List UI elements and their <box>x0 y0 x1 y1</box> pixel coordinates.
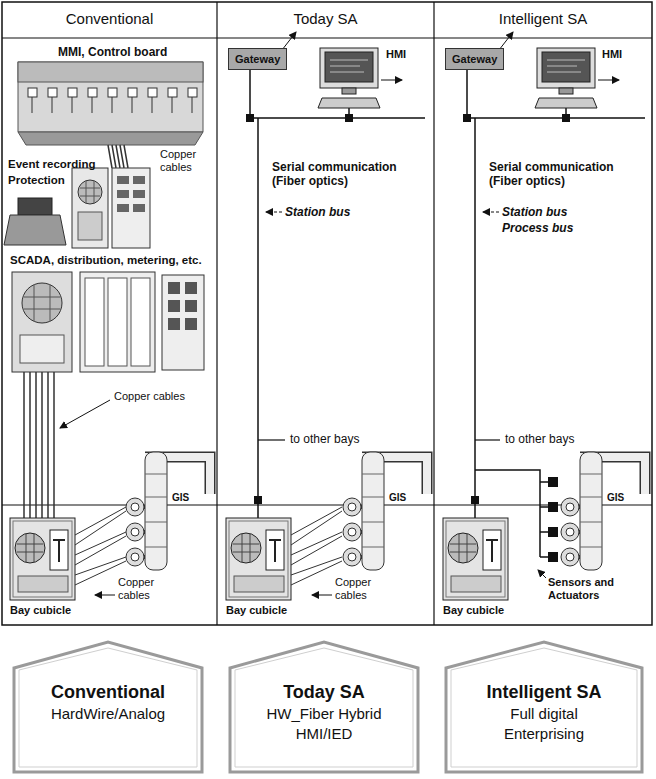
equipment-label: HMI <box>602 48 622 61</box>
gateway-box: Gateway <box>228 48 287 70</box>
stage-title: Today SA <box>228 680 420 704</box>
cable-label: Copper cables <box>160 148 212 174</box>
column-header: Intelligent SA <box>434 10 652 28</box>
panel-label: MMI, Control board <box>58 45 167 59</box>
gateway-text: Gateway <box>235 53 280 65</box>
stage-description: Full digital <box>444 704 644 724</box>
cable-label: Copper cables <box>335 576 395 602</box>
stage-title: Conventional <box>12 680 204 704</box>
equipment-label: HMI <box>386 48 406 61</box>
bus-label: Serial communication (Fiber optics) <box>272 160 422 189</box>
cable-label: Copper cables <box>114 390 185 403</box>
equipment-label: Bay cubicle <box>443 604 504 617</box>
bus-label: Process bus <box>502 221 573 235</box>
stage-description: HMI/IED <box>228 724 420 744</box>
equipment-label: GIS <box>172 492 189 504</box>
gateway-box: Gateway <box>445 48 504 70</box>
bus-label: to other bays <box>290 432 359 446</box>
equipment-label: Bay cubicle <box>10 604 71 617</box>
stage-arrow-box: Today SAHW_Fiber HybridHMI/IED <box>228 640 420 774</box>
equipment-label: Bay cubicle <box>226 604 287 617</box>
stage-title: Intelligent SA <box>444 680 644 704</box>
panel-label: SCADA, distribution, metering, etc. <box>10 254 202 268</box>
bus-label: Station bus <box>285 205 350 219</box>
equipment-label: GIS <box>607 492 624 504</box>
panel-label: Protection <box>8 174 65 188</box>
gateway-text: Gateway <box>452 53 497 65</box>
stage-description: HardWire/Analog <box>12 704 204 724</box>
cable-label: Copper cables <box>118 576 178 602</box>
stage-description: Enterprising <box>444 724 644 744</box>
equipment-label: GIS <box>389 492 406 504</box>
bus-label: Serial communication (Fiber optics) <box>489 160 644 189</box>
stage-arrow-box: Intelligent SAFull digitalEnterprising <box>444 640 644 774</box>
sensor-label: Sensors and Actuators <box>548 576 632 602</box>
bus-label: to other bays <box>505 432 574 446</box>
panel-label: Event recording <box>8 158 96 172</box>
column-header: Today SA <box>217 10 434 28</box>
stage-arrow-box: ConventionalHardWire/Analog <box>12 640 204 774</box>
stage-description: HW_Fiber Hybrid <box>228 704 420 724</box>
bus-label: Station bus <box>502 205 567 219</box>
column-header: Conventional <box>2 10 217 28</box>
